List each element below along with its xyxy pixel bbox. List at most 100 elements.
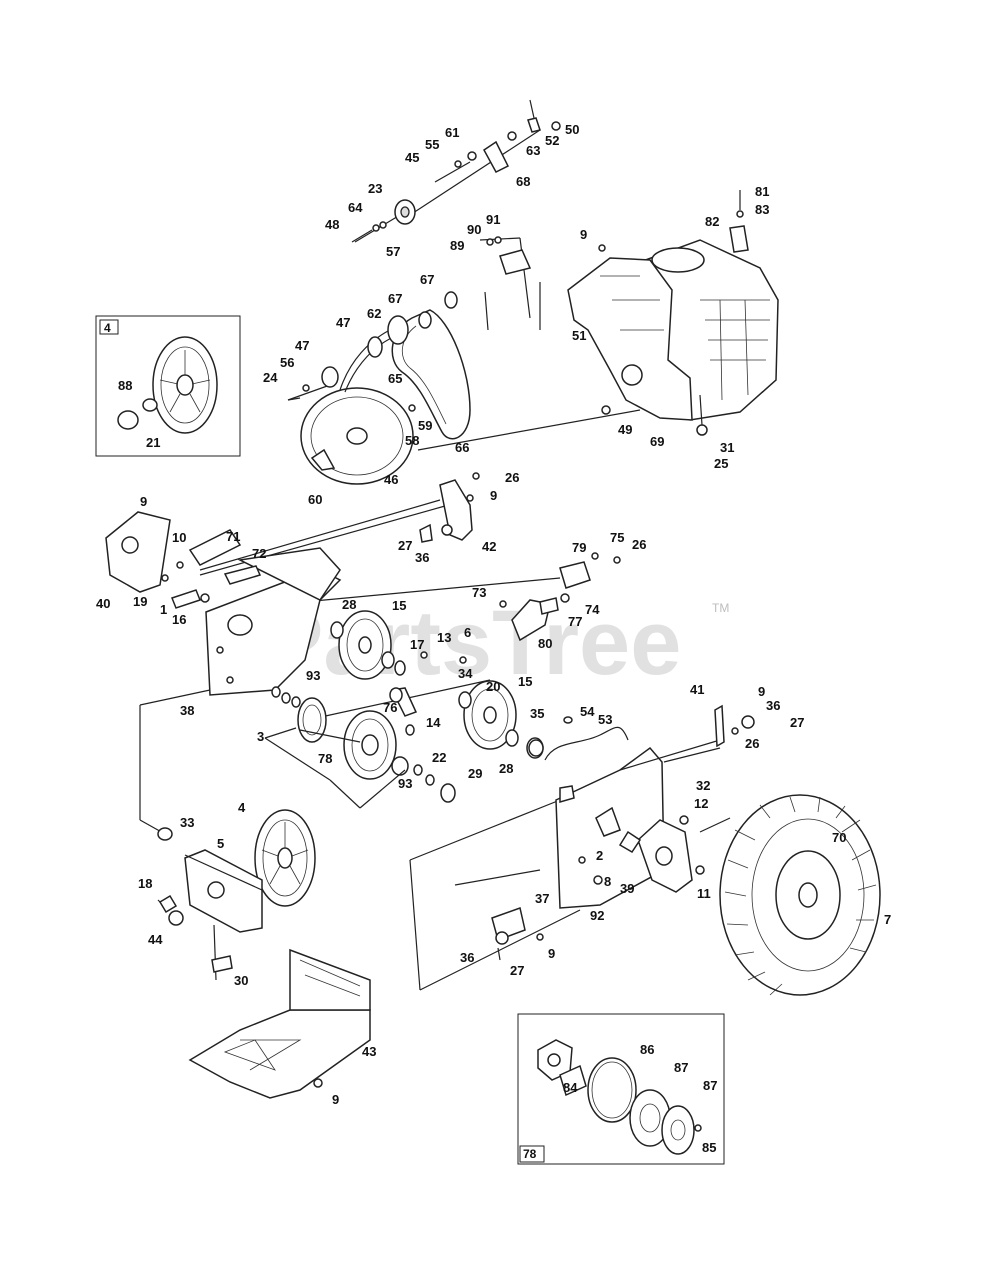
frame-assembly [105,472,581,991]
callout-23: 23 [368,181,382,196]
callout-10: 10 [172,530,186,545]
callout-76: 76 [383,700,397,715]
tire-wheel [719,794,881,996]
callout-71: 71 [226,529,240,544]
callout-67-b: 67 [388,291,402,306]
callout-27-a: 27 [398,538,412,553]
callout-32: 32 [696,778,710,793]
callout-57: 57 [386,244,400,259]
callout-61: 61 [445,125,459,140]
callout-43: 43 [362,1044,376,1059]
callout-48: 48 [325,217,339,232]
callout-13: 13 [437,630,451,645]
callout-59: 59 [418,418,432,433]
callout-8: 8 [604,874,611,889]
callout-85: 85 [702,1140,716,1155]
axle-frame [528,704,755,909]
callout-65: 65 [388,371,402,386]
callout-70: 70 [832,830,846,845]
callout-58: 58 [405,433,419,448]
callout-87-b: 87 [703,1078,717,1093]
inset-box-4-label: 4 [104,321,111,335]
callout-6: 6 [464,625,471,640]
callout-27-c: 27 [510,963,524,978]
callout-9-d: 9 [758,684,765,699]
callout-73: 73 [472,585,486,600]
callout-63: 63 [526,143,540,158]
callout-93-a: 93 [306,668,320,683]
callout-7: 7 [884,912,891,927]
callout-54: 54 [580,704,595,719]
callout-18: 18 [138,876,152,891]
callout-15-b: 15 [518,674,532,689]
callout-3: 3 [257,729,264,744]
callout-11: 11 [697,886,711,901]
callout-26-b: 26 [632,537,646,552]
callout-16: 16 [172,612,186,627]
callout-36-a: 36 [415,550,429,565]
callout-24: 24 [263,370,278,385]
callout-4: 4 [238,800,246,815]
callout-55: 55 [425,137,439,152]
callout-9-a: 9 [580,227,587,242]
callout-80: 80 [538,636,552,651]
callout-83: 83 [755,202,769,217]
callout-19: 19 [133,594,147,609]
callout-86: 86 [640,1042,654,1057]
callout-68: 68 [516,174,530,189]
callout-46: 46 [384,472,398,487]
callout-88: 88 [118,378,132,393]
callout-14: 14 [426,715,441,730]
callout-64: 64 [348,200,363,215]
callout-35: 35 [530,706,544,721]
watermark-trademark: TM [712,601,729,615]
callout-12: 12 [694,796,708,811]
callout-91: 91 [486,212,500,227]
callout-93-b: 93 [398,776,412,791]
callout-44: 44 [148,932,163,947]
callout-17: 17 [410,637,424,652]
inset-box-4: 4 [95,315,241,457]
callout-29: 29 [468,766,482,781]
callout-77: 77 [568,614,582,629]
callout-30: 30 [234,973,248,988]
callout-78: 78 [318,751,332,766]
callout-39: 39 [620,881,634,896]
callout-87-a: 87 [674,1060,688,1075]
callout-34: 34 [458,666,473,681]
callout-50: 50 [565,122,579,137]
callout-9-e: 9 [332,1092,339,1107]
inset-box-78: 78 [517,1013,725,1165]
callout-28-a: 28 [342,597,356,612]
callout-41: 41 [690,682,704,697]
callout-62: 62 [367,306,381,321]
callout-36-c: 36 [460,950,474,965]
callout-28-b: 28 [499,761,513,776]
hardware-upper [287,117,749,436]
callout-69: 69 [650,434,664,449]
callout-26-c: 26 [745,736,759,751]
pulley-belt-assembly [300,199,471,485]
callout-81: 81 [755,184,769,199]
callout-47-a: 47 [336,315,350,330]
inset-box-78-label: 78 [523,1147,537,1161]
callout-89: 89 [450,238,464,253]
callout-75: 75 [610,530,624,545]
callout-9-f: 9 [548,946,555,961]
callout-67-a: 67 [420,272,434,287]
callout-72: 72 [252,546,266,561]
callout-37: 37 [535,891,549,906]
callout-56: 56 [280,355,294,370]
callout-74: 74 [585,602,600,617]
callout-22: 22 [432,750,446,765]
callout-36-b: 36 [766,698,780,713]
callout-51: 51 [572,328,586,343]
callout-66: 66 [455,440,469,455]
callout-9-c: 9 [140,494,147,509]
callout-27-b: 27 [790,715,804,730]
skid-plate [188,948,371,1099]
callout-20: 20 [486,679,500,694]
callout-49: 49 [618,422,632,437]
callout-33: 33 [180,815,194,830]
